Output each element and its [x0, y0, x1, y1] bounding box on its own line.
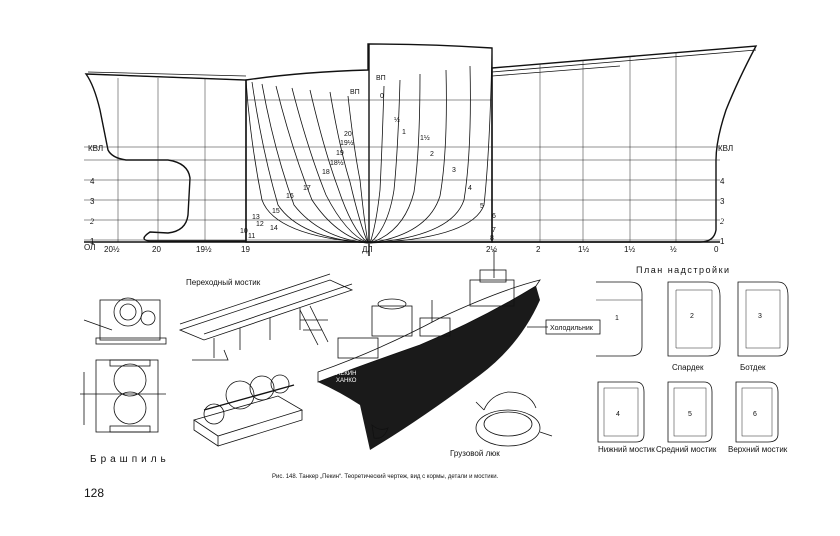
svg-text:0: 0 [714, 245, 719, 254]
svg-text:16: 16 [286, 193, 294, 200]
ship-perspective: ПЕКИН ХАНКО [317, 250, 541, 450]
svg-text:18: 18 [322, 169, 330, 176]
svg-text:Спардек: Спардек [672, 363, 704, 372]
svg-text:4: 4 [616, 411, 620, 418]
svg-text:3: 3 [452, 167, 456, 174]
svg-text:1½: 1½ [420, 134, 430, 142]
svg-text:3: 3 [720, 197, 725, 206]
svg-text:1: 1 [720, 237, 725, 246]
waterlines [84, 146, 720, 241]
svg-text:1½: 1½ [578, 245, 589, 254]
svg-text:ОЛ: ОЛ [84, 243, 95, 252]
svg-text:7: 7 [492, 227, 496, 234]
svg-text:17: 17 [303, 185, 311, 192]
svg-text:1: 1 [402, 129, 406, 136]
figure-caption: Рис. 148. Танкер „Пекин“. Теоретический … [272, 473, 499, 480]
body-plan-labels: ВП ВП 20 19½ 19 18½ 18 17 16 15 14 13 12… [240, 75, 496, 242]
winch-drawing [193, 374, 303, 447]
svg-text:2½: 2½ [486, 245, 497, 254]
page-number: 128 [84, 486, 104, 500]
svg-text:13: 13 [252, 214, 260, 221]
svg-text:ДЛ: ДЛ [362, 245, 373, 254]
svg-text:10: 10 [240, 228, 248, 235]
svg-text:15: 15 [272, 208, 280, 215]
hatch-title: Грузовой люк [450, 449, 500, 458]
svg-text:½: ½ [394, 116, 400, 124]
svg-text:12: 12 [256, 221, 264, 228]
svg-text:Ботдек: Ботдек [740, 363, 766, 372]
svg-text:14: 14 [270, 225, 278, 232]
svg-text:20: 20 [152, 245, 161, 254]
svg-text:0: 0 [380, 93, 384, 100]
svg-text:20: 20 [344, 131, 352, 138]
svg-text:1½: 1½ [624, 245, 635, 254]
superstructure-plan: 1 2 Спардек 3 Ботдек 4 Нижний мостик 5 С… [596, 281, 789, 454]
svg-text:8: 8 [490, 235, 494, 242]
wl-labels-right: КВЛ 4 3 2 1 [718, 144, 733, 246]
gangway-drawing [178, 273, 354, 361]
svg-text:6: 6 [753, 411, 757, 418]
svg-text:ВП: ВП [376, 75, 386, 82]
wl-labels-left: КВЛ 4 3 2 1 ОЛ [84, 144, 103, 252]
svg-text:Нижний мостик: Нижний мостик [598, 445, 655, 454]
holodilnik-pointer [527, 319, 601, 335]
svg-text:5: 5 [480, 203, 484, 210]
svg-text:2: 2 [90, 217, 94, 226]
windlass-drawings [80, 297, 167, 433]
svg-text:ВП: ВП [350, 89, 360, 96]
svg-text:2: 2 [430, 151, 434, 158]
svg-text:6: 6 [492, 213, 496, 220]
svg-text:2: 2 [690, 313, 694, 320]
svg-text:1: 1 [90, 237, 95, 246]
svg-text:19: 19 [336, 150, 344, 157]
svg-text:Средний мостик: Средний мостик [656, 445, 717, 454]
station-labels: 20½ 20 19½ 19 ДЛ 2½ 2 1½ 1½ ½ 0 [104, 245, 719, 254]
gangway-title: Переходный мостик [186, 278, 261, 287]
svg-text:4: 4 [90, 177, 95, 186]
svg-text:ХАНКО: ХАНКО [336, 378, 357, 384]
svg-text:½: ½ [670, 245, 677, 254]
windlass-title: Брашпиль [90, 454, 170, 465]
stern-profile [84, 71, 247, 242]
svg-text:20½: 20½ [104, 245, 120, 254]
svg-text:3: 3 [758, 313, 762, 320]
svg-text:КВЛ: КВЛ [88, 144, 103, 153]
svg-text:1: 1 [615, 315, 619, 322]
svg-text:19½: 19½ [196, 245, 212, 254]
svg-text:4: 4 [468, 185, 472, 192]
svg-text:5: 5 [688, 411, 692, 418]
station-lines [117, 52, 677, 242]
svg-text:КВЛ: КВЛ [718, 144, 733, 153]
hatch-drawing [475, 391, 553, 447]
svg-text:3: 3 [90, 197, 95, 206]
svg-text:19½: 19½ [340, 139, 354, 147]
body-plan [245, 43, 493, 256]
holodilnik-label: Холодильник [550, 325, 594, 332]
svg-text:4: 4 [720, 177, 725, 186]
svg-text:19: 19 [241, 245, 250, 254]
svg-text:18½: 18½ [330, 159, 344, 167]
svg-text:11: 11 [248, 233, 255, 240]
svg-text:Верхний мостик: Верхний мостик [728, 445, 788, 454]
svg-text:2: 2 [536, 245, 541, 254]
svg-text:ПЕКИН: ПЕКИН [336, 371, 356, 377]
svg-text:2: 2 [720, 217, 724, 226]
bow-profile [491, 45, 758, 243]
superstructure-title: План надстройки [636, 265, 731, 275]
